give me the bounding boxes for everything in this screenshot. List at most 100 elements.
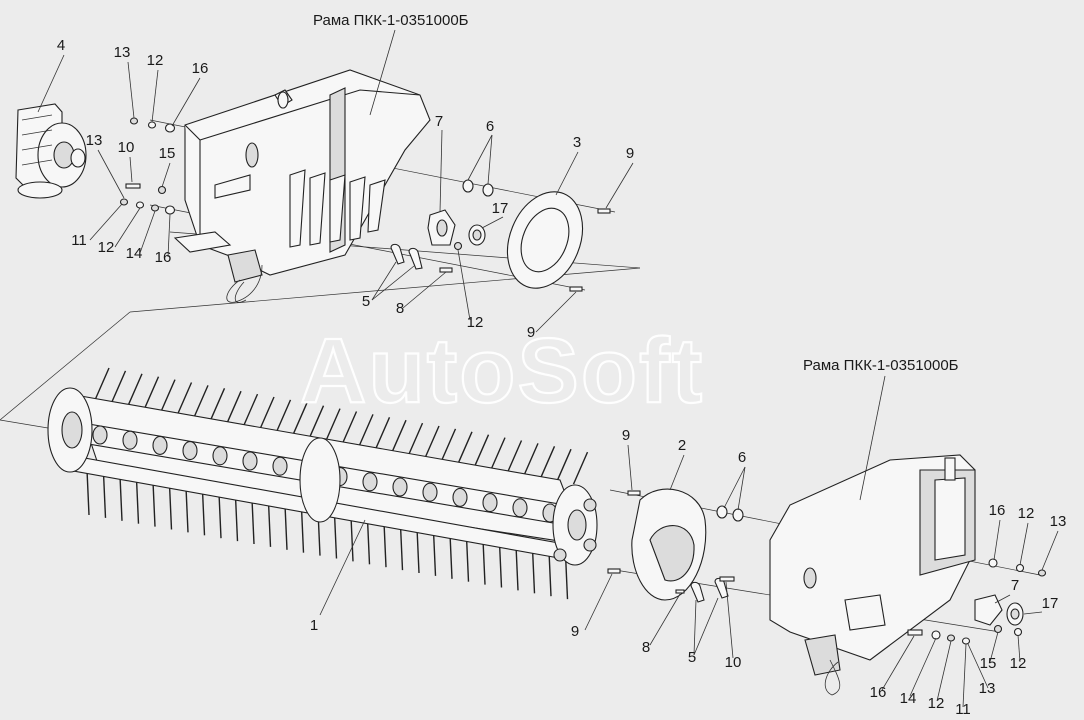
reel-tine [110,370,127,404]
leader-line [1019,522,1029,566]
leader-line [114,207,141,248]
leader-line [161,162,171,188]
reel-tine [226,390,242,424]
frame-caption-right: Рама ПКК-1-0351000Б [803,357,959,374]
callout-bottom-18: 12 [928,695,945,712]
callout-top-2: 13 [114,44,131,61]
callout-top-3: 12 [147,52,164,69]
reel-tine [416,527,420,574]
reel-part-1 [47,367,598,600]
reel-tine [135,478,140,524]
reel-tine [523,443,539,476]
leader-line [467,134,493,181]
frame-caption-top: Рама ПКК-1-0351000Б [313,12,469,29]
callout-top-4: 16 [192,60,209,77]
reel-tine [119,475,123,521]
reel-tine [473,434,490,467]
top-hardware [119,117,611,292]
callout-bottom-13: 17 [1042,595,1059,612]
leader-line [371,265,415,301]
callout-top-9: 12 [98,239,115,256]
callout-bottom-3: 2 [678,437,686,454]
reel-tine [176,382,193,415]
reel-tine [308,405,325,438]
callout-bottom-9: 16 [989,502,1006,519]
reel-tine [185,487,189,533]
leader-line [127,61,135,119]
reel-tine [168,484,173,530]
reel-tine [102,472,107,518]
callout-top-19: 12 [467,314,484,331]
leader-line [936,640,952,702]
leader-line [487,134,493,185]
reel-tine [424,425,440,459]
leader-line [693,599,697,656]
callout-bottom-14: 15 [980,655,997,672]
callout-top-8: 11 [71,232,87,249]
cam-roller [212,446,228,466]
leader-line [481,216,504,229]
leader-line [1017,634,1021,663]
reel-tine [465,536,470,582]
leader-line [693,597,719,656]
reel-tine [391,419,407,453]
reel-tine [94,367,110,401]
callout-top-18: 8 [396,300,404,317]
callout-bottom-4: 6 [738,449,746,466]
callout-top-12: 7 [435,113,443,130]
reel-tine [300,507,305,553]
callout-bottom-5: 9 [571,623,579,640]
callout-bottom-12: 7 [1011,577,1019,594]
reel-tine [152,481,156,527]
leader-line [171,77,201,127]
reel-tine [498,542,503,588]
leader-line [967,643,989,689]
leader-line [994,594,1011,604]
gearbox-part-4 [15,103,87,199]
callout-top-13: 6 [486,118,494,135]
leader-line [669,454,685,491]
cam-roller [392,477,408,497]
reel-tine [490,437,506,470]
cam-roller [242,451,258,471]
reel-tine [284,504,288,550]
callout-bottom-7: 5 [688,649,696,666]
reel-tine [333,513,338,559]
cam-roller [362,472,378,492]
leader-line [97,149,125,199]
callout-bottom-19: 11 [955,701,971,718]
cam-roller [122,430,138,450]
disc-part-2 [607,488,744,603]
leader-line [457,249,471,321]
reel-tine [556,448,572,482]
leader-line [555,151,579,196]
reel-tine [267,501,272,547]
reel-tine [201,490,206,536]
reel-tine [325,408,341,441]
callout-top-15: 9 [626,145,634,162]
leader-line [129,156,133,183]
reel-tine [127,373,143,407]
cam-roller [452,487,468,507]
callout-top-14: 3 [573,134,581,151]
callout-bottom-17: 14 [900,690,917,707]
frame-right [769,454,1047,696]
reel-tine [407,422,424,456]
reel-tine [548,551,552,597]
reel-tine [539,446,556,479]
reel-tine [457,431,473,465]
callout-top-10: 14 [126,245,143,262]
reel-tine [86,469,90,516]
callout-top-20: 9 [527,324,535,341]
callout-top-6: 10 [118,139,135,156]
leader-line [1041,530,1059,571]
callout-bottom-10: 12 [1018,505,1035,522]
leader-line [881,635,915,691]
leader-line [909,637,937,697]
reel-tine [482,539,486,585]
callout-bottom-1: 1 [310,617,318,634]
reel-tine [383,522,387,568]
callout-top-17: 5 [362,293,370,310]
